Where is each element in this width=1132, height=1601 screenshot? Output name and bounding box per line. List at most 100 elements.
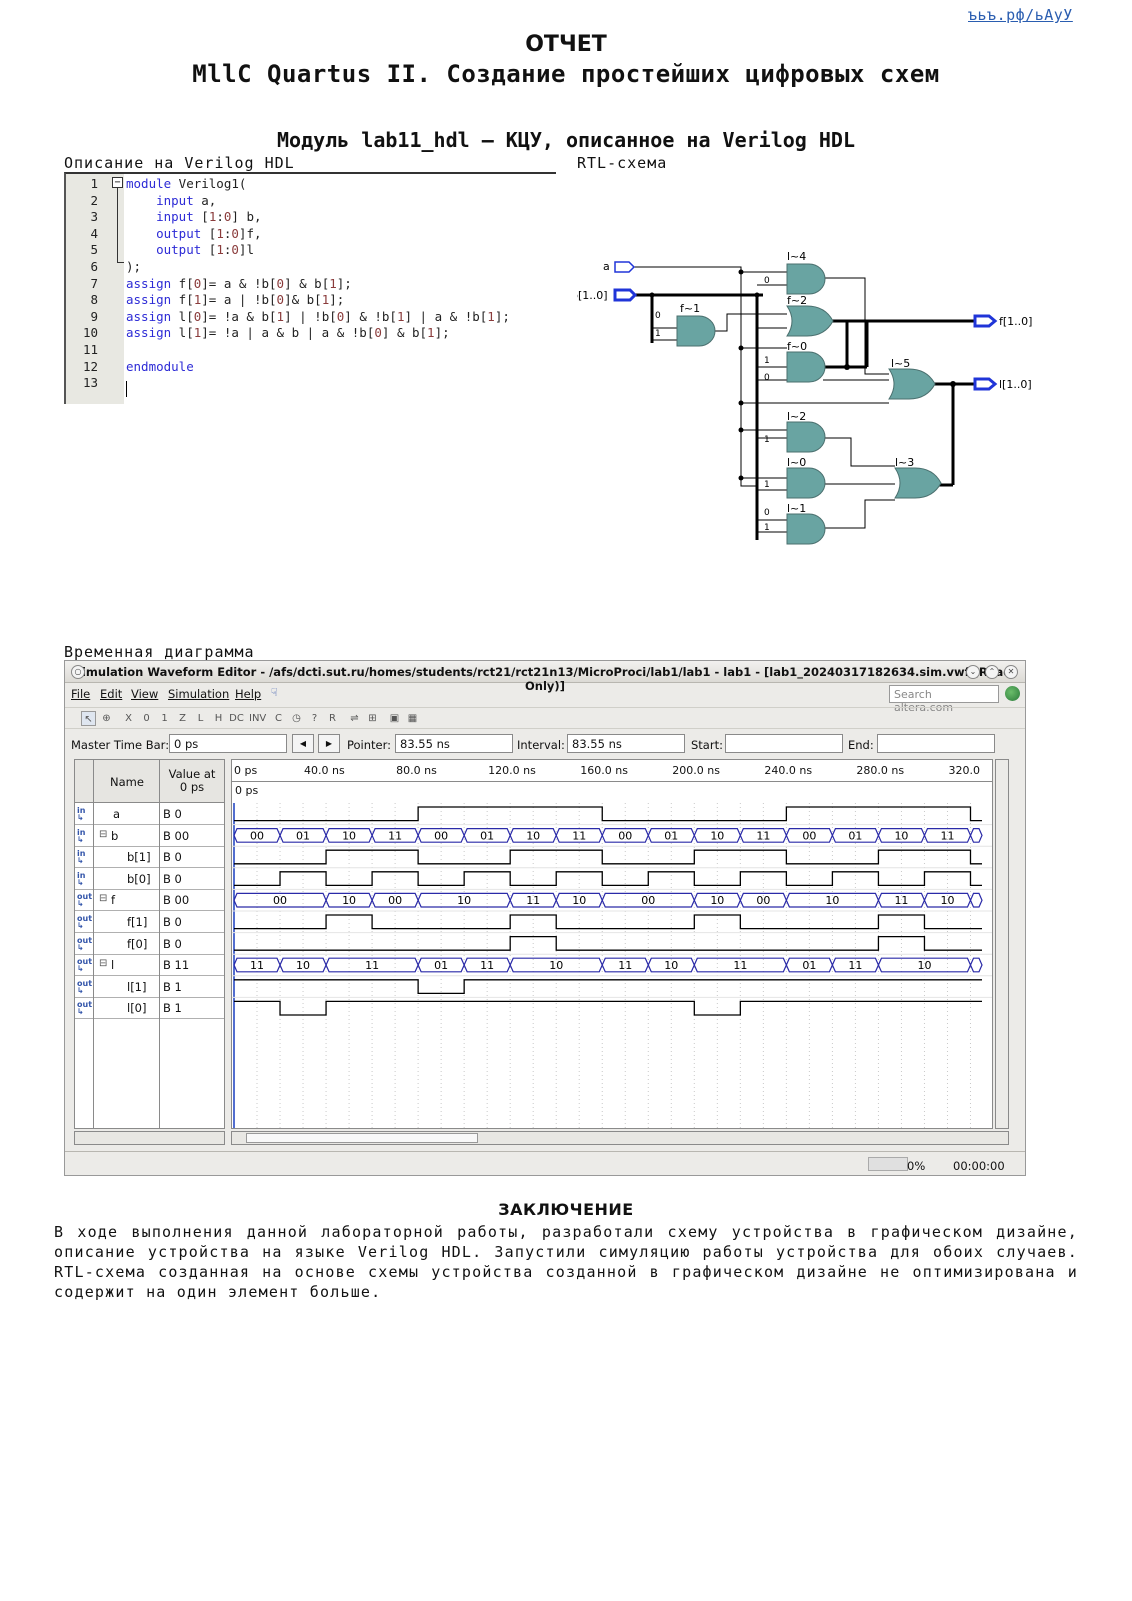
- clock-icon[interactable]: ◷: [292, 713, 301, 724]
- pointer-label: Pointer:: [347, 738, 392, 752]
- time-tick-label: 0 ps: [234, 764, 258, 777]
- signal-name: b[0]: [127, 871, 151, 886]
- signal-row[interactable]: out↳l[1]B 1: [75, 976, 224, 998]
- expand-toggle-icon[interactable]: ⊟: [99, 958, 108, 970]
- output-signal-icon: out↳: [77, 978, 93, 995]
- waveform-hscrollbar[interactable]: [231, 1131, 1009, 1145]
- arbitrary-value-icon[interactable]: ?: [311, 713, 318, 724]
- grid-icon[interactable]: ⊞: [368, 713, 377, 724]
- window-menu-icon[interactable]: ○: [71, 665, 85, 679]
- time-tick-label: 280.0 ns: [856, 764, 905, 777]
- pointer-field[interactable]: 83.55 ns: [395, 734, 513, 753]
- invert-icon[interactable]: INV: [249, 713, 267, 724]
- hscroll-thumb[interactable]: [246, 1133, 478, 1143]
- search-input[interactable]: Search altera.com: [889, 685, 999, 714]
- bus-value-label: 10: [526, 829, 540, 842]
- zoom-tool-icon[interactable]: ⊕: [102, 713, 111, 724]
- menu-simulation[interactable]: Simulation: [168, 687, 230, 701]
- gate-and-l1: [786, 513, 826, 545]
- window-titlebar[interactable]: Simulation Waveform Editor - /afs/dcti.s…: [65, 661, 1025, 693]
- forcing-low-icon[interactable]: 0: [143, 713, 150, 724]
- forcing-high-icon[interactable]: 1: [161, 713, 168, 724]
- status-bar: 0% 00:00:00: [65, 1151, 1025, 1175]
- menu-edit[interactable]: Edit: [100, 687, 123, 701]
- select-tool-icon[interactable]: ↖: [81, 711, 96, 726]
- output-signal-icon: out↳: [77, 914, 93, 930]
- code-text: module Verilog1(: [126, 176, 247, 191]
- bus-value-label: 11: [526, 894, 540, 907]
- line-number-gutter: [66, 174, 124, 404]
- bus-value-label: 10: [342, 894, 356, 907]
- f0-waveform: [234, 935, 982, 951]
- rtl-schematic: a b[1..0] f[1..0] l[1..0] l~4 f~2 f~1 f~…: [577, 250, 1032, 545]
- maximize-icon[interactable]: ⌃: [985, 665, 999, 679]
- gate-and-l0: [786, 467, 826, 499]
- code-text: assign f[1]= a | !b[0]& b[1];: [126, 292, 345, 308]
- next-transition-button[interactable]: ▶: [318, 734, 340, 753]
- forcing-weak-high-icon[interactable]: H: [214, 713, 223, 724]
- code-text: assign f[0]= a & !b[0] & b[1];: [126, 275, 352, 291]
- bus-value-label: 01: [434, 959, 448, 972]
- start-field[interactable]: [725, 734, 843, 753]
- help-pin-icon[interactable]: ☟: [271, 686, 278, 699]
- interval-field[interactable]: 83.55 ns: [567, 734, 685, 753]
- output-signal-icon: out↳: [77, 935, 93, 952]
- gate-label-f1: f~1: [680, 302, 700, 315]
- line-number: 8: [90, 292, 98, 308]
- fold-collapse-icon[interactable]: −: [112, 177, 123, 188]
- signal-name: l[1]: [127, 979, 147, 994]
- prev-transition-button[interactable]: ◀: [292, 734, 314, 753]
- signal-row[interactable]: out↳f[0]B 0: [75, 933, 224, 955]
- signal-row[interactable]: out↳l[0]B 1: [75, 997, 224, 1020]
- output-signal-icon: out↳: [77, 892, 93, 909]
- pin-number-label: 1: [764, 435, 770, 445]
- signal-value: B 0: [163, 807, 182, 821]
- expand-toggle-icon[interactable]: ⊟: [99, 893, 108, 905]
- random-value-icon[interactable]: R: [329, 713, 336, 724]
- column-header-value[interactable]: Value at 0 ps: [159, 768, 225, 794]
- l1-waveform: [234, 979, 982, 995]
- run-timing-icon[interactable]: ▦: [407, 713, 418, 724]
- signal-row[interactable]: in↳b[1]B 0: [75, 846, 224, 869]
- forcing-unknown-icon[interactable]: X: [125, 713, 132, 724]
- bus-value-label: 00: [250, 829, 264, 842]
- signal-name: f: [111, 893, 116, 908]
- forcing-z-icon[interactable]: Z: [179, 713, 186, 724]
- gate-or-l3: [894, 467, 942, 499]
- input-signal-icon: in↳: [77, 827, 86, 844]
- run-functional-icon[interactable]: ▣: [389, 713, 400, 724]
- menu-help[interactable]: Help: [235, 687, 262, 701]
- gate-label-l2: l~2: [787, 410, 806, 423]
- signal-list-header: Name Value at 0 ps: [75, 760, 224, 803]
- close-icon[interactable]: ✕: [1004, 665, 1018, 679]
- end-field[interactable]: [877, 734, 995, 753]
- search-globe-icon[interactable]: [1005, 686, 1020, 701]
- forcing-dc-icon[interactable]: DC: [229, 713, 244, 724]
- snap-icon[interactable]: ⇌: [350, 713, 359, 724]
- count-value-icon[interactable]: C: [275, 713, 282, 724]
- menu-view[interactable]: View: [131, 687, 159, 701]
- column-header-name[interactable]: Name: [110, 775, 144, 789]
- signal-row[interactable]: in↳b[0]B 0: [75, 868, 224, 890]
- signal-list-hscrollbar[interactable]: [74, 1131, 225, 1145]
- gate-label-f2: f~2: [787, 294, 807, 307]
- forcing-weak-low-icon[interactable]: L: [197, 713, 204, 724]
- menu-file[interactable]: File: [71, 687, 91, 701]
- time-tick-label: 120.0 ns: [488, 764, 536, 777]
- minimize-icon[interactable]: ⌄: [966, 665, 980, 679]
- bus-value-label: 00: [756, 894, 770, 907]
- rtl-caption: RTL-схема: [577, 154, 668, 172]
- top-link[interactable]: ъьъ.рф/ьАуУ: [968, 6, 1073, 24]
- vertical-scrollbar[interactable]: [995, 759, 1009, 1129]
- master-time-bar-field[interactable]: 0 ps: [169, 734, 287, 753]
- code-text: output [1:0]f,: [156, 225, 262, 241]
- expand-toggle-icon[interactable]: ⊟: [99, 828, 108, 840]
- signal-row[interactable]: out↳f[1]B 0: [75, 911, 224, 933]
